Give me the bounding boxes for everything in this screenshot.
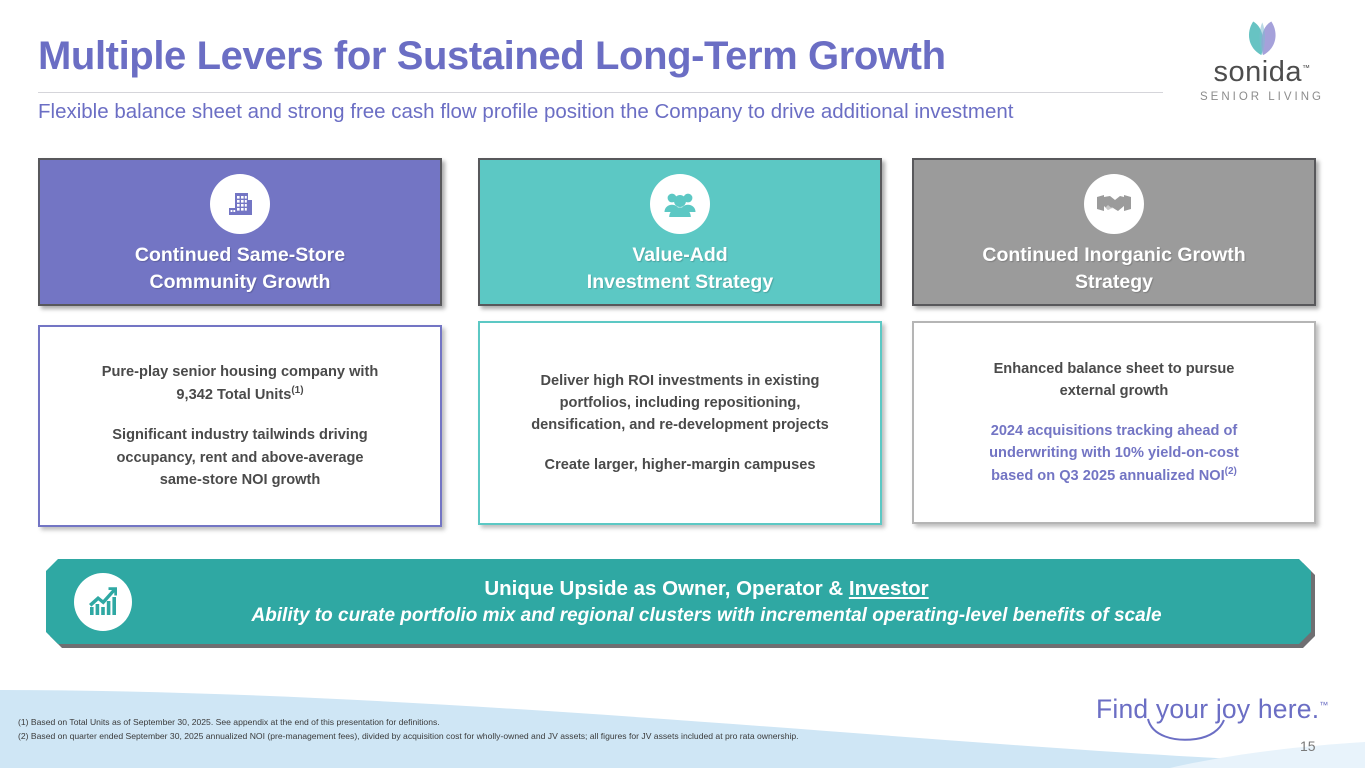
logo-wordmark: sonida™: [1213, 56, 1311, 88]
banner-subline: Ability to curate portfolio mix and regi…: [251, 604, 1162, 626]
tagline-text: Find your joy here.™: [1096, 694, 1329, 724]
footnote-ref: (2): [1224, 466, 1237, 478]
footnote-1: (1) Based on Total Units as of September…: [18, 717, 440, 727]
card-paragraph-accent: 2024 acquisitions tracking ahead of unde…: [989, 422, 1239, 485]
building-icon: [210, 174, 270, 234]
growth-chart-icon: [74, 572, 132, 631]
tagline-trademark: ™: [1319, 700, 1329, 711]
page-title: Multiple Levers for Sustained Long-Term …: [38, 34, 946, 78]
card-body-inorganic-growth: Enhanced balance sheet to pursue externa…: [912, 321, 1316, 524]
banner-headline: Unique Upside as Owner, Operator & Inves…: [484, 576, 929, 600]
card-body-same-store-growth: Pure-play senior housing company with 9,…: [38, 325, 442, 527]
card-header-title: Continued Inorganic Growth Strategy: [982, 244, 1246, 293]
column-value-add: Value-Add Investment Strategy Deliver hi…: [478, 158, 882, 525]
card-paragraph: Significant industry tailwinds driving o…: [112, 427, 368, 488]
card-paragraph: Create larger, higher-margin campuses: [544, 457, 816, 474]
banner-text: Unique Upside as Owner, Operator & Inves…: [132, 575, 1311, 628]
column-same-store-growth: Continued Same-Store Community Growth Pu…: [38, 158, 442, 527]
logo-trademark: ™: [1301, 63, 1311, 73]
company-logo: sonida™ SENIOR LIVING: [1196, 16, 1328, 103]
card-header-same-store-growth[interactable]: Continued Same-Store Community Growth: [38, 158, 442, 306]
logo-tagline: SENIOR LIVING: [1200, 91, 1324, 103]
flower-petal-logo-icon: [1248, 21, 1276, 56]
card-paragraph: Pure-play senior housing company with 9,…: [101, 364, 379, 404]
card-header-title: Value-Add Investment Strategy: [586, 244, 774, 293]
handshake-icon: [1084, 174, 1144, 234]
footnote-2: (2) Based on quarter ended September 30,…: [18, 730, 799, 741]
summary-banner: Unique Upside as Owner, Operator & Inves…: [46, 559, 1315, 648]
banner-content[interactable]: Unique Upside as Owner, Operator & Inves…: [46, 559, 1311, 644]
smile-swoosh-icon: [1147, 718, 1225, 741]
card-header-inorganic-growth[interactable]: Continued Inorganic Growth Strategy: [912, 158, 1316, 306]
page-number: 15: [1300, 738, 1316, 754]
card-paragraph: Deliver high ROI investments in existing…: [531, 372, 829, 433]
brand-tagline: Find your joy here.™: [1096, 694, 1329, 744]
card-header-title: Continued Same-Store Community Growth: [134, 244, 346, 293]
page-subtitle: Flexible balance sheet and strong free c…: [38, 100, 1014, 123]
people-group-icon: [650, 174, 710, 234]
title-divider: [38, 92, 1163, 93]
card-header-value-add[interactable]: Value-Add Investment Strategy: [478, 158, 882, 306]
column-inorganic-growth: Continued Inorganic Growth Strategy Enha…: [912, 158, 1316, 524]
footnote-ref: (1): [291, 385, 304, 397]
banner-underlined-word: Investor: [848, 576, 929, 600]
card-body-value-add: Deliver high ROI investments in existing…: [478, 321, 882, 525]
card-paragraph: Enhanced balance sheet to pursue externa…: [993, 360, 1235, 399]
footer-wave-decoration: [0, 690, 1365, 768]
footnotes: (1) Based on Total Units as of September…: [18, 716, 799, 744]
